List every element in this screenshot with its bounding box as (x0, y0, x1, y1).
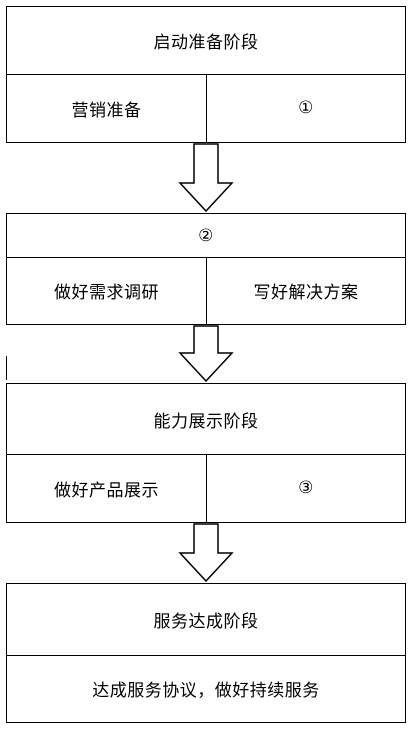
stage-2-title: ② (7, 214, 405, 258)
stage-3-right-cell: ③ (207, 454, 405, 522)
stage-1-subrow: 营销准备 ① (7, 74, 405, 142)
stage-2-left-cell: 做好需求调研 (7, 257, 207, 324)
stage-2-subrow: 做好需求调研 写好解决方案 (7, 257, 405, 324)
stage-3-subrow: 做好产品展示 ③ (7, 454, 405, 522)
stage-1-left-text: 营销准备 (71, 100, 142, 121)
stage-1-title: 启动准备阶段 (7, 7, 405, 75)
stage-2-right-cell: 写好解决方案 (207, 257, 405, 324)
side-tick-line (6, 356, 7, 380)
stage-3-title-text: 能力展示阶段 (153, 411, 259, 432)
stage-box-4: 服务达成阶段 达成服务协议，做好持续服务 (6, 583, 406, 723)
stage-4-title-text: 服务达成阶段 (153, 612, 259, 632)
stage-1-right-cell: ① (207, 74, 405, 142)
stage-4-bottom-text: 达成服务协议，做好持续服务 (92, 681, 320, 701)
down-arrow-icon-1 (178, 143, 234, 213)
stage-2-right-text: 写好解决方案 (253, 283, 359, 303)
stage-3-left-cell: 做好产品展示 (7, 454, 207, 522)
stage-box-2: ② 做好需求调研 写好解决方案 (6, 213, 406, 325)
stage-1-left-cell: 营销准备 (7, 74, 207, 142)
stage-4-title: 服务达成阶段 (7, 584, 405, 656)
down-arrow-icon-2 (178, 325, 234, 383)
stage-box-3: 能力展示阶段 做好产品展示 ③ (6, 383, 406, 523)
stage-2-title-text: ② (198, 225, 214, 246)
stage-box-1: 启动准备阶段 营销准备 ① (6, 6, 406, 143)
stage-2-left-text: 做好需求调研 (54, 283, 159, 303)
down-arrow-icon-3 (178, 523, 234, 583)
stage-3-left-text: 做好产品展示 (54, 480, 159, 501)
stage-1-title-text: 启动准备阶段 (153, 33, 259, 53)
stage-4-bottom-row: 达成服务协议，做好持续服务 (7, 655, 405, 722)
stage-1-right-text: ① (298, 98, 314, 118)
stage-3-title: 能力展示阶段 (7, 384, 405, 455)
stage-3-right-text: ③ (298, 478, 314, 498)
